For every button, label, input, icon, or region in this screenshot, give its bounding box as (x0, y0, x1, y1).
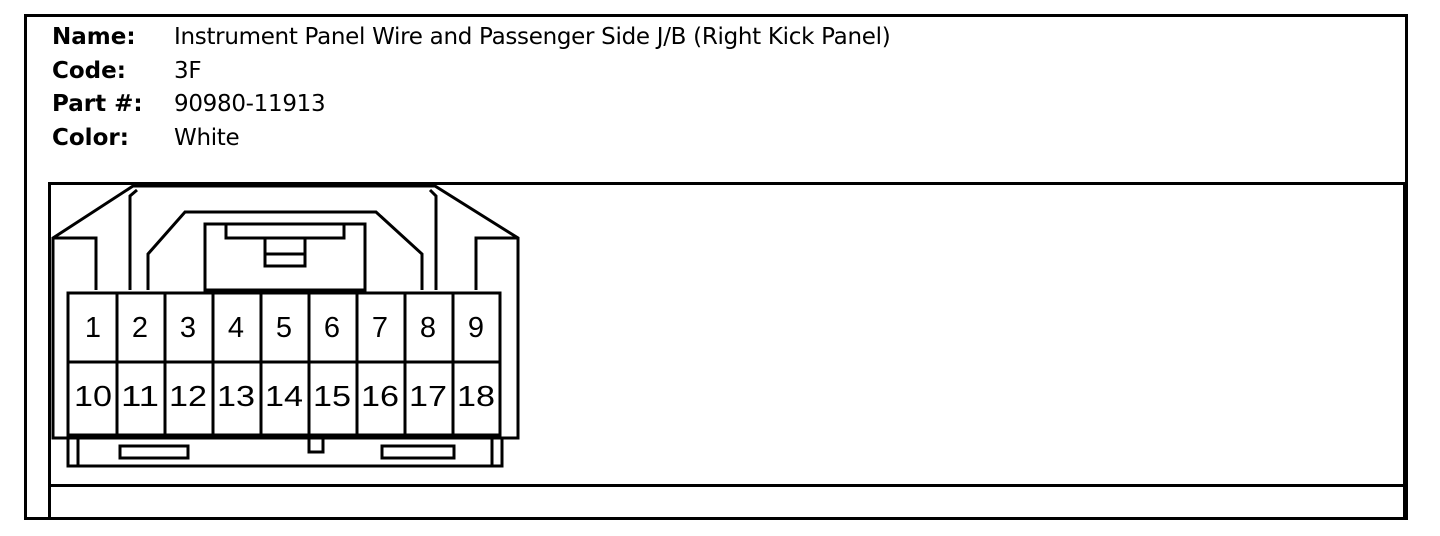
pin-18-label: 18 (457, 381, 495, 413)
right-ear-inner (428, 188, 438, 290)
pin-13-label: 13 (217, 381, 255, 413)
name-label: Name: (52, 24, 136, 50)
latch-tab (263, 236, 307, 268)
code-value: 3F (174, 58, 202, 84)
pin-11-label: 11 (121, 381, 159, 413)
pin-2-label: 2 (132, 312, 148, 344)
pin-1-label: 1 (85, 312, 101, 344)
pin-3-label: 3 (180, 312, 196, 344)
part-label: Part #: (52, 91, 143, 117)
bottom-rule (48, 484, 1406, 487)
pin-5-label: 5 (276, 312, 292, 344)
left-ear-inner (128, 188, 138, 290)
pin-8-label: 8 (420, 312, 436, 344)
pin-9-label: 9 (468, 312, 484, 344)
pin-16-label: 16 (361, 381, 399, 413)
code-label: Code: (52, 58, 126, 84)
bottom-rail-right (380, 444, 456, 460)
latch-hood (146, 210, 424, 290)
pin-block (66, 291, 502, 437)
pin-7-label: 7 (372, 312, 388, 344)
color-value: White (174, 125, 240, 151)
pin-4-label: 4 (228, 312, 244, 344)
right-ear (474, 236, 518, 290)
pin-15-label: 15 (313, 381, 351, 413)
pin-10-label: 10 (74, 381, 112, 413)
latch-inner (224, 222, 346, 240)
bottom-skirt (66, 438, 504, 468)
name-value: Instrument Panel Wire and Passenger Side… (174, 24, 891, 50)
bottom-key (307, 436, 325, 454)
color-label: Color: (52, 125, 129, 151)
pin-17-label: 17 (409, 381, 447, 413)
latch-frame (203, 222, 367, 292)
diagram-area (48, 182, 1406, 518)
connector-frame (24, 14, 1408, 520)
pin-12-label: 12 (169, 381, 207, 413)
pin-6-label: 6 (324, 312, 340, 344)
bottom-rail-left (118, 444, 190, 460)
part-value: 90980-11913 (174, 91, 326, 117)
left-ear (53, 236, 98, 290)
pin-14-label: 14 (265, 381, 303, 413)
